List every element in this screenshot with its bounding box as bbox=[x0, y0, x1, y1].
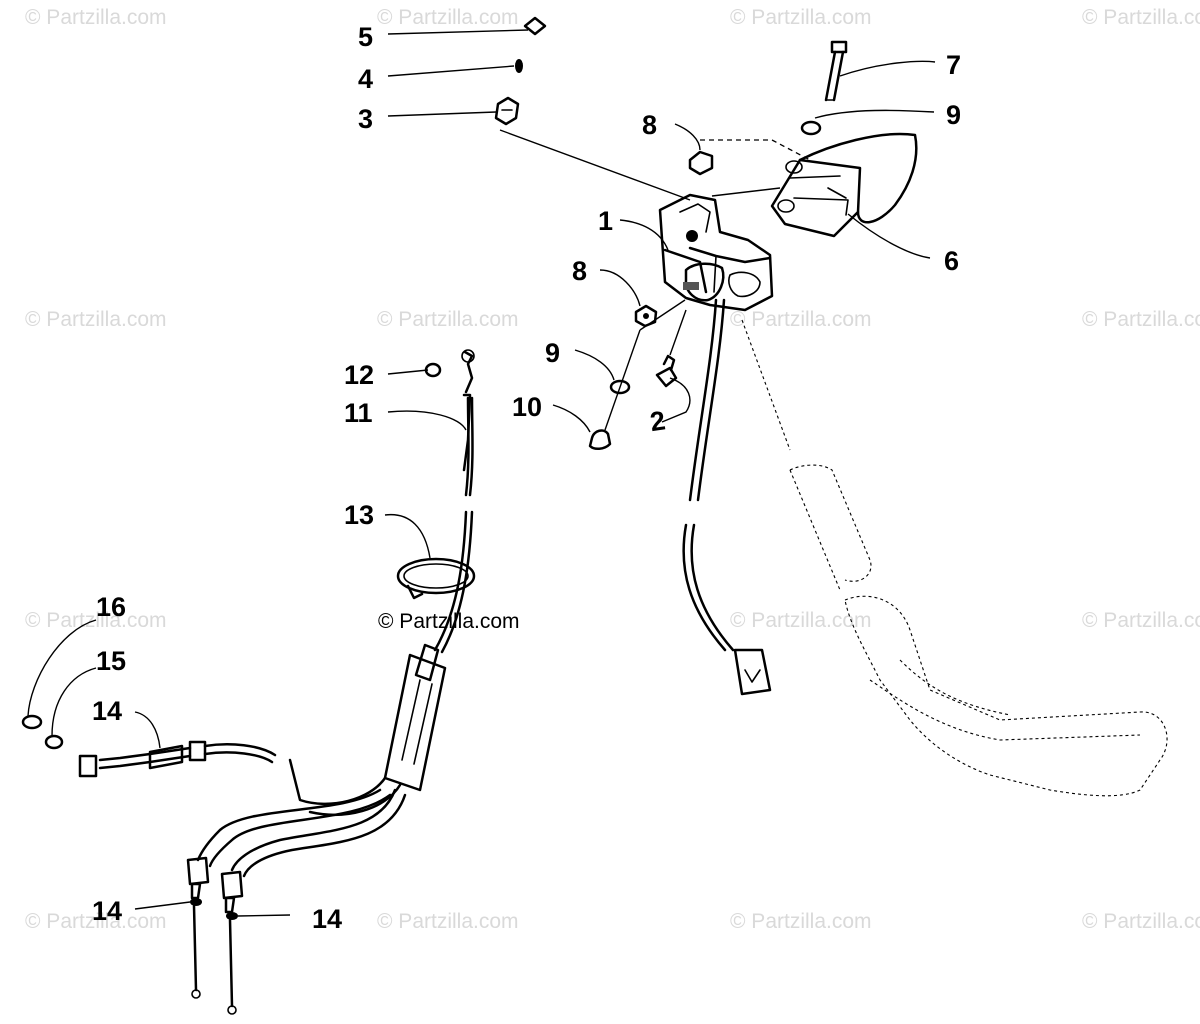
callout-9-lower: 9 bbox=[545, 338, 560, 368]
callout-5: 5 bbox=[358, 22, 373, 52]
watermark-text: © Partzilla.com bbox=[1082, 910, 1200, 933]
nut-lower bbox=[634, 304, 658, 328]
throttle-housing bbox=[658, 193, 774, 312]
assembly-lines bbox=[499, 129, 811, 431]
callout-10: 10 bbox=[512, 392, 542, 422]
choke-cable bbox=[21, 714, 277, 778]
callout-11: 11 bbox=[344, 398, 373, 428]
callout-4: 4 bbox=[358, 64, 373, 94]
throttle-cable bbox=[196, 510, 474, 878]
watermark-text: © Partzilla.com bbox=[377, 308, 519, 331]
callout-14-bottom-right: 14 bbox=[312, 904, 342, 934]
screw bbox=[655, 354, 678, 388]
connector-left bbox=[186, 856, 210, 999]
callout-13: 13 bbox=[344, 500, 374, 530]
callout-leaders bbox=[27, 29, 936, 917]
handlebar-outline bbox=[741, 319, 1168, 797]
washer-lower bbox=[609, 379, 631, 395]
throttle-lever bbox=[770, 132, 918, 238]
washer-upper bbox=[800, 120, 822, 136]
callout-14-bottom-left: 14 bbox=[92, 896, 122, 926]
callout-15: 15 bbox=[96, 646, 126, 676]
pivot-bolt bbox=[824, 40, 848, 102]
watermark-text: © Partzilla.com bbox=[25, 308, 167, 331]
watermark-text: © Partzilla.com bbox=[377, 910, 519, 933]
callout-9-upper: 9 bbox=[946, 100, 961, 130]
callout-7: 7 bbox=[946, 50, 961, 80]
cap bbox=[588, 429, 612, 450]
watermark-text: © Partzilla.com bbox=[730, 308, 872, 331]
watermark-text: © Partzilla.com bbox=[730, 910, 872, 933]
watermark-grid: © Partzilla.com © Partzilla.com © Partzi… bbox=[25, 6, 1200, 933]
callout-1: 1 bbox=[598, 206, 613, 236]
callout-16: 16 bbox=[96, 592, 126, 622]
watermark-text: © Partzilla.com bbox=[730, 609, 872, 632]
cable-end bbox=[424, 349, 475, 497]
throttle-cable-switch-wire bbox=[682, 298, 772, 696]
watermark-text: © Partzilla.com bbox=[25, 910, 167, 933]
clip bbox=[494, 96, 520, 126]
callout-8-upper: 8 bbox=[642, 110, 657, 140]
callout-2: 2 bbox=[648, 405, 667, 437]
nut-upper bbox=[688, 150, 714, 176]
watermark-text: © Partzilla.com bbox=[730, 6, 872, 29]
hose-clamp bbox=[396, 557, 476, 600]
watermark-text: © Partzilla.com bbox=[1082, 609, 1200, 632]
callout-3: 3 bbox=[358, 104, 373, 134]
callout-8-lower: 8 bbox=[572, 256, 587, 286]
cap-top bbox=[523, 16, 547, 36]
callout-12: 12 bbox=[344, 360, 374, 390]
small-screw bbox=[515, 59, 523, 73]
watermark-text: © Partzilla.com bbox=[1082, 308, 1200, 331]
watermark-text: © Partzilla.com bbox=[377, 6, 519, 29]
connector-right bbox=[220, 870, 244, 1015]
callout-6: 6 bbox=[944, 246, 959, 276]
watermark-text: © Partzilla.com bbox=[25, 6, 167, 29]
callout-14-left: 14 bbox=[92, 696, 122, 726]
callout-labels: 5 4 3 7 9 8 1 8 6 9 10 2 12 11 13 16 15 … bbox=[92, 22, 961, 934]
watermark-text: © Partzilla.com bbox=[1082, 6, 1200, 29]
